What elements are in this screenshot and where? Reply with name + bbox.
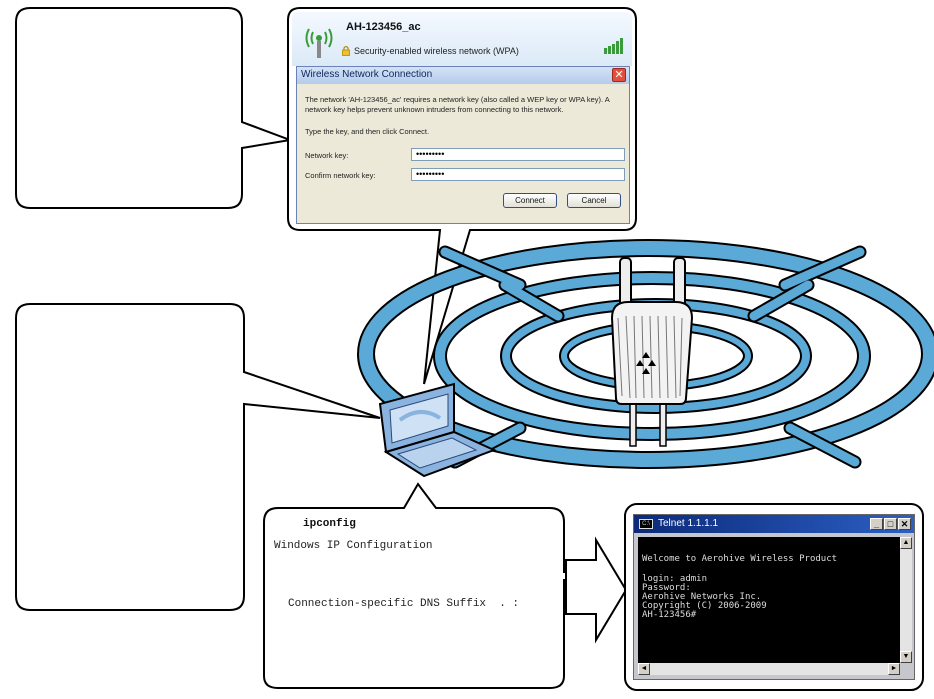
network-name: AH-123456_ac bbox=[346, 21, 421, 33]
console-icon: C:\ bbox=[639, 519, 653, 529]
laptop-icon bbox=[378, 382, 497, 478]
confirm-key-field[interactable]: ••••••••• bbox=[411, 168, 625, 181]
confirm-key-label: Confirm network key: bbox=[305, 171, 376, 180]
scroll-down-button[interactable]: ▼ bbox=[900, 651, 912, 663]
callout-ipconfig bbox=[263, 482, 579, 689]
network-key-label: Network key: bbox=[305, 151, 349, 160]
wireless-popup: AH-123456_ac Security-enabled wireless n… bbox=[292, 12, 632, 226]
telnet-window: C:\ Telnet 1.1.1.1 _ □ ✕ Welcome to Aero… bbox=[633, 514, 915, 680]
ipconfig-dns-suffix: Connection-specific DNS Suffix . : bbox=[288, 598, 520, 610]
console-line: Welcome to Aerohive Wireless Product bbox=[642, 554, 838, 564]
ipconfig-title: Windows IP Configuration bbox=[274, 540, 433, 552]
maximize-button[interactable]: □ bbox=[884, 518, 897, 530]
wifi-icon bbox=[305, 28, 333, 58]
signal-strength-icon bbox=[604, 38, 623, 54]
network-security-text: Security-enabled wireless network (WPA) bbox=[354, 46, 519, 56]
close-icon[interactable]: ✕ bbox=[612, 68, 626, 82]
console-line: login: admin bbox=[642, 574, 708, 584]
minimize-button[interactable]: _ bbox=[870, 518, 883, 530]
access-point-icon bbox=[610, 257, 694, 447]
network-key-dialog: Wireless Network Connection ✕ The networ… bbox=[296, 66, 630, 224]
network-list-item[interactable]: AH-123456_ac Security-enabled wireless n… bbox=[292, 12, 632, 66]
network-key-field[interactable]: ••••••••• bbox=[411, 148, 625, 161]
connect-button[interactable]: Connect bbox=[503, 193, 557, 208]
dialog-instruction: Type the key, and then click Connect. bbox=[305, 127, 430, 136]
radio-wave-spokes bbox=[438, 245, 867, 469]
radio-waves bbox=[357, 239, 934, 469]
ipconfig-command: ipconfig bbox=[303, 518, 356, 530]
console-line: Aerohive Networks Inc. bbox=[642, 592, 762, 602]
arrow-to-telnet bbox=[565, 536, 628, 644]
callout-left-middle bbox=[15, 303, 381, 611]
telnet-title-bar[interactable]: C:\ Telnet 1.1.1.1 _ □ ✕ bbox=[634, 515, 914, 533]
scroll-right-button[interactable]: ► bbox=[888, 663, 900, 675]
scroll-up-button[interactable]: ▲ bbox=[900, 537, 912, 549]
telnet-console[interactable]: Welcome to Aerohive Wireless Product log… bbox=[638, 537, 900, 663]
callout-top-left bbox=[15, 7, 294, 209]
vertical-scrollbar[interactable]: ▲ ▼ bbox=[900, 537, 912, 663]
scroll-left-button[interactable]: ◄ bbox=[638, 663, 650, 675]
console-line: AH-123456# bbox=[642, 610, 697, 620]
telnet-close-button[interactable]: ✕ bbox=[898, 518, 911, 530]
dialog-message: The network 'AH-123456_ac' requires a ne… bbox=[305, 95, 610, 114]
dialog-title: Wireless Network Connection bbox=[301, 69, 433, 80]
lock-icon bbox=[342, 45, 350, 56]
console-line: Copyright (C) 2006-2009 bbox=[642, 601, 767, 611]
dialog-title-bar[interactable]: Wireless Network Connection ✕ bbox=[297, 67, 629, 84]
console-line: Password: bbox=[642, 583, 691, 593]
horizontal-scrollbar[interactable]: ◄ ► bbox=[638, 663, 900, 675]
telnet-title: Telnet 1.1.1.1 bbox=[658, 518, 719, 529]
cancel-button[interactable]: Cancel bbox=[567, 193, 621, 208]
